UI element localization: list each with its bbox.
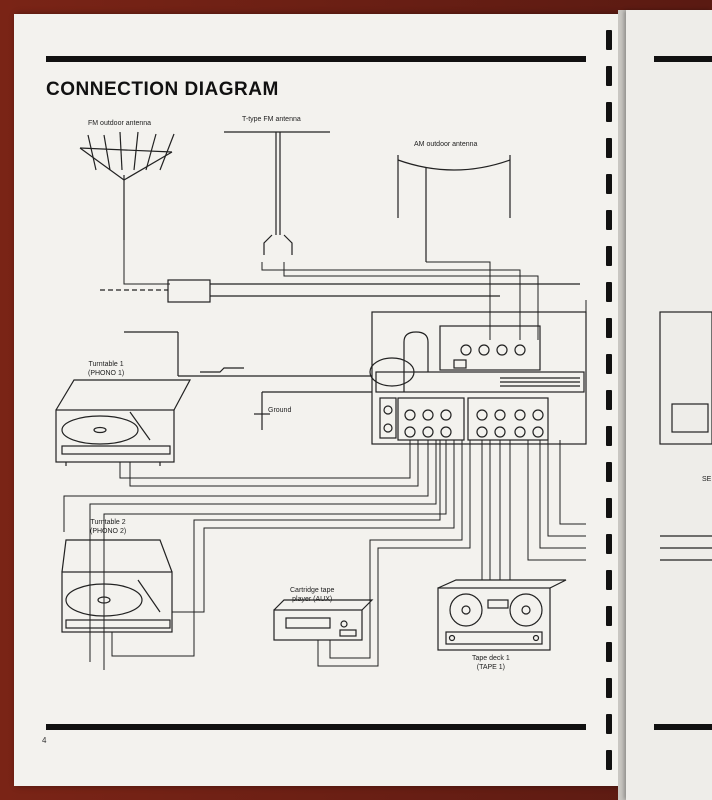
cartridge-player-drawing [273,599,374,641]
tape-deck-drawing [437,579,567,651]
cartridge-line-2: player (AUX) [292,596,333,603]
cable-routing [63,240,587,670]
t-type-fm-antenna-label: T-type FM antenna [242,116,301,123]
t-type-fm-antenna-drawing [224,131,330,255]
page-number: 4 [42,736,47,745]
spiral-binding [606,534,612,554]
cartridge-label: Cartridge tape player (AUX) [290,586,334,604]
right-page [626,10,712,800]
turntable-2-name: Turntable 2 [90,519,126,526]
spiral-binding [606,714,612,734]
spiral-binding [606,246,612,266]
spiral-binding [606,426,612,446]
am-outdoor-antenna-drawing [397,155,511,262]
top-rule [46,56,586,62]
amplifier-unit-drawing [369,311,587,445]
turntable-2-input: (PHONO 2) [90,528,127,535]
tape-deck-label: Tape deck 1 (TAPE 1) [472,654,510,672]
spiral-binding [606,66,612,86]
spiral-binding [606,102,612,122]
spiral-binding [606,606,612,626]
right-page-fragment-text: SE [702,476,712,483]
tape-deck-name: Tape deck 1 [472,655,510,662]
page-title: CONNECTION DIAGRAM [46,79,279,100]
spiral-binding [606,390,612,410]
ground-label: Ground [268,407,292,414]
spiral-binding [606,642,612,662]
spiral-binding [606,354,612,374]
spiral-binding [606,498,612,518]
phono-plug [200,367,244,373]
tape-deck-input: (TAPE 1) [476,664,505,671]
spiral-binding [606,318,612,338]
spiral-binding [606,138,612,158]
spiral-binding [606,210,612,230]
balun-box [167,279,211,303]
spiral-binding [606,678,612,698]
spiral-binding [606,174,612,194]
bottom-rule [46,724,586,730]
fm-outdoor-antenna-label: FM outdoor antenna [88,120,152,127]
spiral-binding [606,750,612,770]
turntable-1-label: Turntable 1 (PHONO 1) [88,360,124,378]
left-page [14,14,620,786]
binding-gutter [618,10,628,800]
turntable-1-name: Turntable 1 [88,361,124,368]
ground-drawing [254,391,372,430]
spiral-binding [606,570,612,590]
right-bottom-rule [654,724,712,730]
spiral-binding [606,462,612,482]
right-top-rule [654,56,712,62]
cartridge-line-1: Cartridge tape [290,587,335,594]
turntable-1-drawing [55,379,191,466]
spiral-binding [606,282,612,302]
fm-outdoor-antenna-drawing [79,131,175,240]
turntable-1-input: (PHONO 1) [88,370,125,377]
spiral-binding [606,30,612,50]
turntable-2-drawing [61,539,173,633]
am-outdoor-antenna-label: AM outdoor antenna [414,141,478,148]
right-page-diagram-fragment [659,311,712,561]
turntable-2-label: Turntable 2 (PHONO 2) [90,518,126,536]
